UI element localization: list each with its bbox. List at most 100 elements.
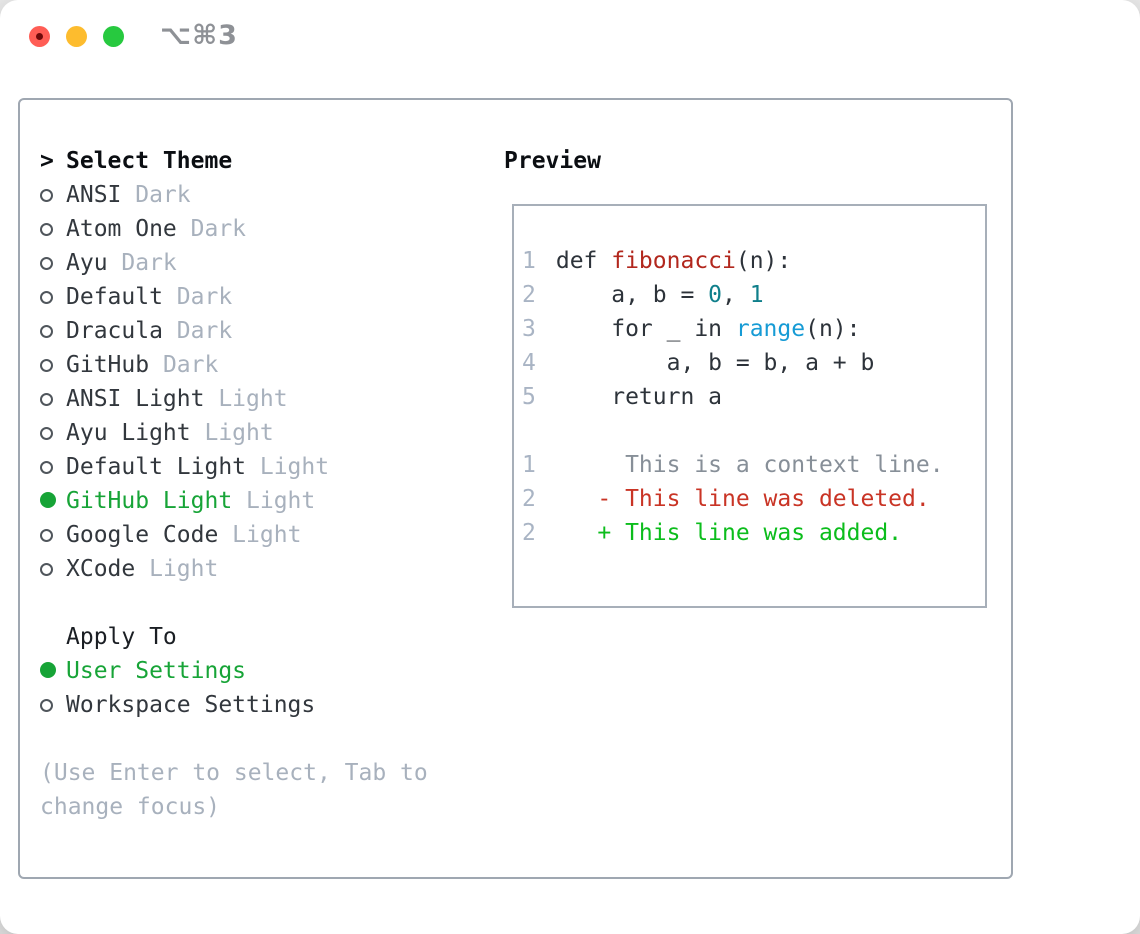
- preview-line: 5 return a: [522, 380, 979, 414]
- apply-option-label: Workspace Settings: [66, 692, 316, 718]
- theme-name: GitHub: [66, 352, 150, 378]
- theme-option-ayu[interactable]: Ayu Dark: [40, 246, 442, 280]
- preview-line: [522, 414, 979, 448]
- help-text: (Use Enter to select, Tab to change focu…: [40, 760, 428, 820]
- code-segment-function: fibonacci: [611, 248, 736, 274]
- marker: [40, 280, 66, 314]
- marker: [40, 654, 66, 688]
- window-shortcut-label: ⌥⌘3: [160, 20, 238, 51]
- preview-line: 4 a, b = b, a + b: [522, 346, 979, 380]
- apply-to-title: Apply To: [66, 624, 177, 650]
- marker: [40, 212, 66, 246]
- close-dot-icon: [36, 33, 43, 40]
- marker: [40, 246, 66, 280]
- code-segment-code: (n):: [735, 248, 792, 274]
- line-number-gutter: [522, 414, 536, 448]
- radio-icon: [40, 699, 53, 712]
- radio-selected-icon: [40, 662, 56, 678]
- theme-option-github[interactable]: GitHub Dark: [40, 348, 442, 382]
- theme-variant: Dark: [149, 352, 219, 378]
- radio-icon: [40, 529, 53, 542]
- preview-line: 3 for _ in range(n):: [522, 312, 979, 346]
- theme-variant: Light: [204, 386, 288, 412]
- radio-icon: [40, 223, 53, 236]
- zoom-button[interactable]: [103, 26, 124, 47]
- marker: [40, 450, 66, 484]
- theme-option-atom-one[interactable]: Atom One Dark: [40, 212, 442, 246]
- theme-option-default-light[interactable]: Default Light Light: [40, 450, 442, 484]
- radio-icon: [40, 257, 53, 270]
- theme-option-dracula[interactable]: Dracula Dark: [40, 314, 442, 348]
- theme-option-default[interactable]: Default Dark: [40, 280, 442, 314]
- code-segment-number: 1: [749, 282, 764, 308]
- radio-icon: [40, 563, 53, 576]
- marker: [40, 382, 66, 416]
- theme-name: Ayu Light: [66, 420, 191, 446]
- theme-variant: Dark: [107, 250, 177, 276]
- theme-name: Default: [66, 284, 163, 310]
- theme-option-google-code[interactable]: Google Code Light: [40, 518, 442, 552]
- theme-variant: Light: [246, 454, 330, 480]
- code-segment-code: def: [555, 248, 612, 274]
- theme-variant: Light: [232, 488, 316, 514]
- theme-name: Google Code: [66, 522, 219, 548]
- line-number-gutter: 5: [522, 384, 536, 410]
- apply-option-workspace-settings[interactable]: Workspace Settings: [40, 688, 442, 722]
- marker: [40, 552, 66, 586]
- radio-icon: [40, 427, 53, 440]
- code-segment-code: return a: [555, 384, 723, 410]
- theme-option-xcode[interactable]: XCode Light: [40, 552, 442, 586]
- theme-variant: Light: [218, 522, 302, 548]
- code-segment-number: 0: [708, 282, 723, 308]
- code-segment-code: a, b = b, a + b: [555, 350, 875, 376]
- select-theme-title: Select Theme: [66, 148, 233, 174]
- radio-icon: [40, 189, 53, 202]
- radio-icon: [40, 393, 53, 406]
- theme-name: ANSI: [66, 182, 122, 208]
- spacer: [40, 586, 442, 620]
- marker: [40, 348, 66, 382]
- spacer: [40, 722, 442, 756]
- theme-option-ayu-light[interactable]: Ayu Light Light: [40, 416, 442, 450]
- traffic-lights: [29, 26, 124, 47]
- code-segment-builtin: range: [735, 316, 806, 342]
- apply-option-user-settings[interactable]: User Settings: [40, 654, 442, 688]
- line-number-gutter: 4: [522, 350, 536, 376]
- close-button[interactable]: [29, 26, 50, 47]
- marker: [40, 518, 66, 552]
- line-number-gutter: 2: [522, 486, 536, 512]
- minimize-button[interactable]: [66, 26, 87, 47]
- theme-option-ansi[interactable]: ANSI Dark: [40, 178, 442, 212]
- theme-variant: Dark: [162, 284, 233, 310]
- theme-variant: Dark: [121, 182, 191, 208]
- code-segment-deleted: - This line was deleted.: [555, 486, 930, 512]
- theme-variant: Light: [190, 420, 274, 446]
- theme-name: GitHub Light: [66, 488, 233, 514]
- code-segment-code: for _ in: [555, 316, 736, 342]
- theme-name: Atom One: [66, 216, 177, 242]
- preview-line: 2 + This line was added.: [522, 516, 979, 550]
- theme-name: Ayu: [66, 250, 108, 276]
- marker: [40, 178, 66, 212]
- theme-name: ANSI Light: [66, 386, 205, 412]
- line-number-gutter: 2: [522, 520, 536, 546]
- line-number-gutter: 3: [522, 316, 536, 342]
- select-theme-header: >Select Theme: [40, 144, 442, 178]
- preview-line: 2 a, b = 0, 1: [522, 278, 979, 312]
- code-segment-code: (n):: [805, 316, 861, 342]
- code-segment-context: This is a context line.: [555, 452, 944, 478]
- theme-option-ansi-light[interactable]: ANSI Light Light: [40, 382, 442, 416]
- apply-to-header: Apply To: [40, 620, 442, 654]
- line-number-gutter: 1: [522, 452, 536, 478]
- preview-title: Preview: [504, 148, 601, 174]
- radio-icon: [40, 325, 53, 338]
- theme-option-github-light[interactable]: GitHub Light Light: [40, 484, 442, 518]
- code-segment-code: a, b =: [555, 282, 709, 308]
- theme-variant: Dark: [162, 318, 233, 344]
